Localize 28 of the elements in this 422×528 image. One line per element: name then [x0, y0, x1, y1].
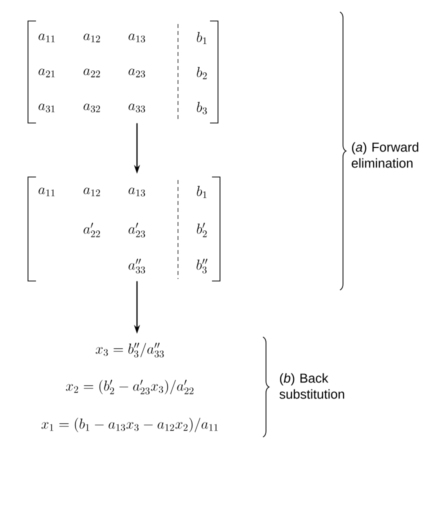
matrix-entry: $b''_3$ — [196, 258, 208, 274]
matrix-entry: $b_3$ — [196, 102, 207, 114]
equation: $x_3 = b''_3/a''_{33}$ — [96, 342, 164, 358]
matrix-entry: $a'_{23}$ — [128, 222, 146, 238]
matrix-entry: $a''_{33}$ — [128, 258, 146, 274]
matrix-entry: $a_{12}$ — [84, 34, 100, 42]
matrix-entry: $a_{11}$ — [38, 34, 55, 42]
matrix-entry: $a'_{22}$ — [84, 222, 100, 238]
matrix-entry: $b_1$ — [196, 32, 206, 44]
matrix-entry: $a_{12}$ — [84, 188, 100, 196]
matrix-entry: $b_1$ — [196, 186, 206, 198]
augmented-matrix — [28, 176, 220, 282]
matrix-entry: $b_2$ — [196, 66, 207, 80]
matrix-entry: $a_{22}$ — [84, 68, 100, 78]
section-label: (a) Forward elimination — [352, 142, 418, 168]
matrix-entry: $a_{13}$ — [128, 34, 146, 42]
matrix-entry: $a_{11}$ — [38, 188, 55, 196]
section-label: (b) Back substitution — [280, 373, 344, 399]
matrix-entry: $a_{33}$ — [128, 104, 146, 112]
matrix-entry: $b'_2$ — [196, 222, 207, 238]
augmented-matrix — [28, 20, 218, 124]
matrix-entry: $a_{23}$ — [128, 68, 146, 78]
equation: $x_1 = (b_1 - a_{13}x_3 - a_{12}x_2)/a_{11}$ — [41, 418, 218, 432]
matrix-entry: $a_{32}$ — [84, 104, 100, 112]
equation: $x_2 = (b'_2 - a'_{23}x_3)/a'_{22}$ — [66, 380, 194, 394]
matrix-entry: $a_{13}$ — [128, 188, 146, 196]
matrix-entry: $a_{21}$ — [38, 68, 55, 78]
matrix-entry: $a_{31}$ — [38, 104, 55, 112]
